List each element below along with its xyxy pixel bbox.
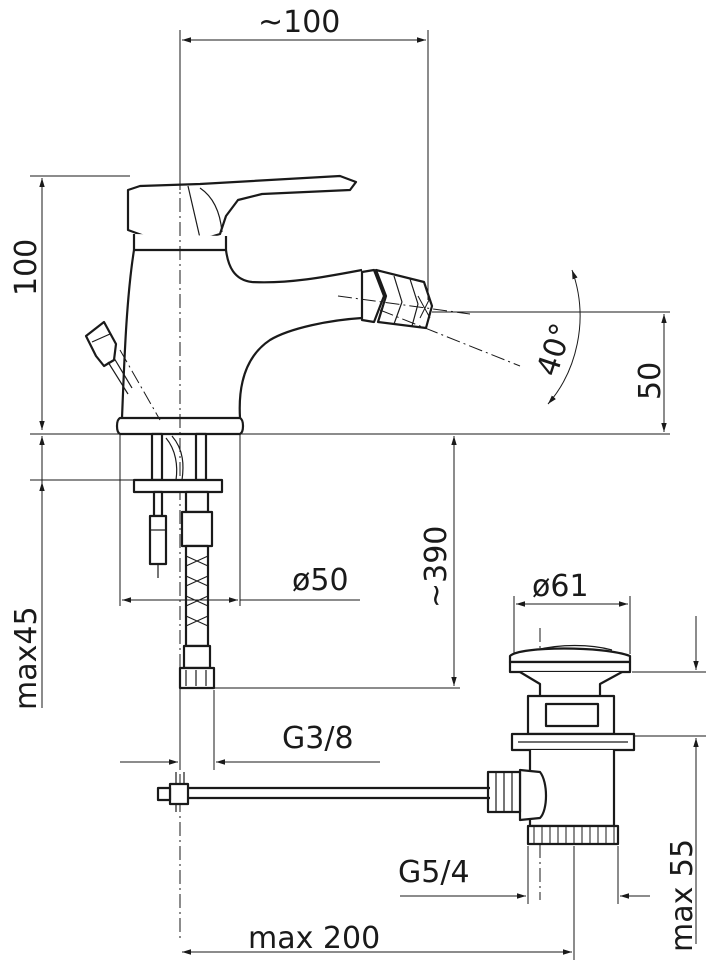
waste-assembly <box>156 644 636 846</box>
dim-waste-thread: G5/4 <box>398 855 470 890</box>
dim-waste-diameter: ø61 <box>532 569 589 604</box>
dim-connection: G3/8 <box>282 721 354 756</box>
dim-outlet-height: 50 <box>633 362 668 400</box>
faucet-body <box>84 174 434 436</box>
dimension-lines <box>30 30 706 960</box>
dim-height-left: 100 <box>9 239 44 296</box>
dim-rod-length: max 200 <box>248 921 380 956</box>
dim-hose-length: ~390 <box>419 526 454 608</box>
axis-lines <box>119 150 541 940</box>
dim-base-diameter: ø50 <box>292 563 349 598</box>
supply-hoses <box>132 432 224 690</box>
dimension-labels: ~100 100 50 40° ~390 ø50 max45 G3/8 ø61 … <box>9 5 700 956</box>
dim-angle: 40° <box>530 319 580 380</box>
dim-top-width: ~100 <box>258 5 340 40</box>
dim-waste-height: max 55 <box>665 839 700 952</box>
dim-max-thickness: max45 <box>9 606 44 710</box>
